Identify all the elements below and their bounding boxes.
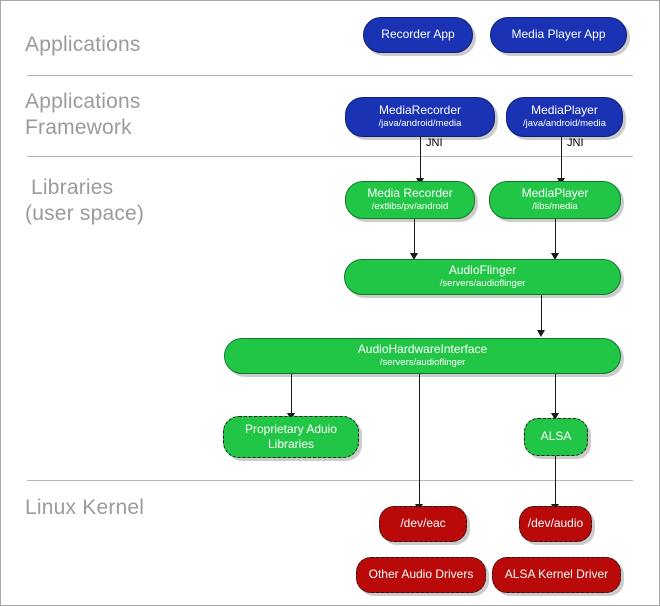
node-subtitle: /libs/media [532, 200, 578, 212]
node-label: MediaRecorder [378, 103, 462, 118]
node-label: Other Audio Drivers [368, 567, 474, 582]
node-label: /dev/eac [400, 516, 446, 531]
edge-label-jni-right: JNI [567, 137, 584, 149]
node-subtitle: /extlibs/pv/android [371, 200, 449, 212]
node-label: Proprietary Aduio Libraries [244, 422, 338, 451]
node-label: Media Recorder [367, 186, 453, 201]
node-media-player-lib[interactable]: MediaPlayer /libs/media [489, 181, 621, 219]
divider-linux-kernel [27, 480, 633, 481]
node-media-recorder-lib[interactable]: Media Recorder /extlibs/pv/android [345, 181, 475, 219]
connector-jni-left [420, 137, 421, 181]
edge-label-jni-left: JNI [426, 137, 443, 149]
node-label: ALSA Kernel Driver [504, 567, 609, 582]
connector-mediaplayer-to-audioflinger [555, 219, 556, 255]
arrowhead-mediarecorder-to-audioflinger [410, 253, 418, 260]
node-subtitle: /java/android/media [378, 117, 462, 129]
layer-label-applications-framework: Applications Framework [25, 90, 141, 139]
node-recorder-app[interactable]: Recorder App [363, 17, 473, 53]
node-other-audio-drivers[interactable]: Other Audio Drivers [356, 557, 486, 593]
node-audiohardwareinterface[interactable]: AudioHardwareInterface /servers/audiofli… [224, 338, 621, 374]
arrowhead-audiohw-to-alsa [551, 413, 559, 420]
node-label: /dev/audio [527, 516, 584, 531]
node-subtitle: /java/android/media [523, 117, 606, 129]
node-label: AudioFlinger [448, 263, 517, 278]
connector-audioflinger-to-audiohwinterface [541, 295, 542, 331]
node-dev-eac[interactable]: /dev/eac [379, 506, 467, 542]
node-audioflinger[interactable]: AudioFlinger /servers/audioflinger [344, 259, 621, 295]
node-label: AudioHardwareInterface [357, 342, 488, 357]
node-subtitle: /servers/audioflinger [379, 356, 466, 368]
node-dev-audio[interactable]: /dev/audio [519, 506, 592, 542]
node-label: MediaPlayer [521, 186, 589, 201]
connector-alsa-to-dev-audio [555, 456, 556, 506]
divider-applications-framework [27, 156, 633, 157]
connector-audiohw-to-proprietary [291, 374, 292, 415]
node-mediarecorder-framework[interactable]: MediaRecorder /java/android/media [345, 97, 495, 137]
divider-applications [27, 75, 633, 76]
node-proprietary-audio-libraries[interactable]: Proprietary Aduio Libraries [223, 416, 359, 458]
connector-audiohw-to-alsa [555, 374, 556, 415]
connector-audiohw-to-dev-eac [419, 374, 420, 507]
connector-mediarecorder-to-audioflinger [414, 219, 415, 255]
node-label: Recorder App [381, 27, 455, 42]
node-alsa[interactable]: ALSA [524, 418, 588, 456]
node-label: MediaPlayer [531, 103, 598, 118]
node-mediaplayer-framework[interactable]: MediaPlayer /java/android/media [506, 97, 623, 137]
arrowhead-mediaplayer-to-audioflinger [551, 253, 559, 260]
node-alsa-kernel-driver[interactable]: ALSA Kernel Driver [492, 557, 621, 593]
arrowhead-audioflinger-to-audiohwinterface [537, 330, 545, 337]
connector-jni-right [561, 137, 562, 181]
layer-label-linux-kernel: Linux Kernel [25, 496, 145, 519]
node-subtitle: /servers/audioflinger [439, 277, 526, 289]
node-media-player-app[interactable]: Media Player App [490, 17, 627, 53]
layer-label-libraries: Libraries (user space) [25, 176, 145, 225]
node-label: ALSA [540, 429, 572, 444]
layer-label-applications: Applications [25, 33, 141, 56]
node-label: Media Player App [511, 27, 606, 42]
